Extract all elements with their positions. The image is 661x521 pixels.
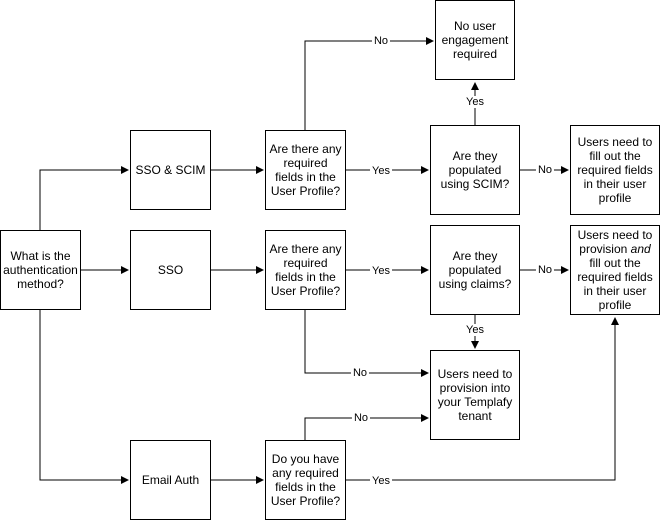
populated-claims-question: Are they populated using claims? (430, 225, 520, 315)
required-fields-question-sso: Are there any required fields in the Use… (265, 230, 346, 310)
sso-node: SSO (130, 230, 211, 310)
edge-label-no-email-provision: No (351, 412, 371, 424)
populated-scim-question-text: Are they populated using SCIM? (440, 149, 510, 191)
fill-out-fields-result-text: Users need to fill out the required fiel… (577, 135, 653, 205)
sso-scim-node: SSO & SCIM (130, 130, 211, 210)
no-engagement-result-text: No user engagement required (441, 19, 509, 61)
edge-req-email-yes (346, 317, 619, 481)
provision-fill-post: fill out the required fields in their us… (577, 256, 653, 312)
auth-method-question: What is the authentication method? (0, 230, 81, 310)
edge-auth-to-email (39, 310, 129, 484)
required-fields-question-scim: Are there any required fields in the Use… (265, 130, 346, 210)
edge-label-yes-email: Yes (370, 475, 392, 487)
email-auth-node: Email Auth (130, 440, 211, 520)
edge-label-no-claims: No (535, 264, 555, 276)
auth-method-question-text: What is the authentication method? (3, 249, 78, 291)
edge-req-sso-no (304, 310, 429, 377)
edge-label-no-scim-fill: No (535, 164, 555, 176)
fill-out-fields-result: Users need to fill out the required fiel… (570, 125, 660, 215)
provision-tenant-result-text: Users need to provision into your Templa… (437, 367, 513, 423)
required-fields-question-email: Do you have any required fields in the U… (265, 440, 346, 520)
edge-label-no-sso-provision: No (350, 367, 370, 379)
populated-scim-question: Are they populated using SCIM? (430, 125, 520, 215)
provision-and-fill-result: Users need to provision and fill out the… (570, 225, 660, 315)
edge-auth-to-sso-scim (39, 166, 129, 230)
provision-and-fill-result-text: Users need to provision and fill out the… (573, 228, 657, 312)
required-fields-question-email-text: Do you have any required fields in the U… (270, 452, 341, 508)
no-engagement-result: No user engagement required (435, 0, 515, 80)
required-fields-question-sso-text: Are there any required fields in the Use… (269, 242, 342, 298)
edge-req-scim-no (304, 37, 434, 130)
sso-scim-node-text: SSO & SCIM (135, 163, 206, 177)
provision-fill-pre: Users need to provision (577, 228, 653, 256)
email-auth-node-text: Email Auth (141, 473, 200, 487)
populated-claims-question-text: Are they populated using claims? (438, 249, 512, 291)
sso-node-text: SSO (157, 263, 184, 277)
edge-label-yes-sso-req: Yes (370, 265, 392, 277)
provision-tenant-result: Users need to provision into your Templa… (430, 350, 520, 440)
edge-req-email-no (304, 414, 429, 440)
required-fields-question-scim-text: Are there any required fields in the Use… (269, 142, 342, 198)
edge-label-yes-scim-engagement: Yes (464, 96, 486, 108)
edge-label-yes-claims: Yes (464, 324, 486, 336)
provision-fill-emphasis: and (630, 242, 651, 256)
edge-label-yes-scim-req: Yes (370, 165, 392, 177)
edge-label-no-scim-top: No (371, 35, 391, 47)
